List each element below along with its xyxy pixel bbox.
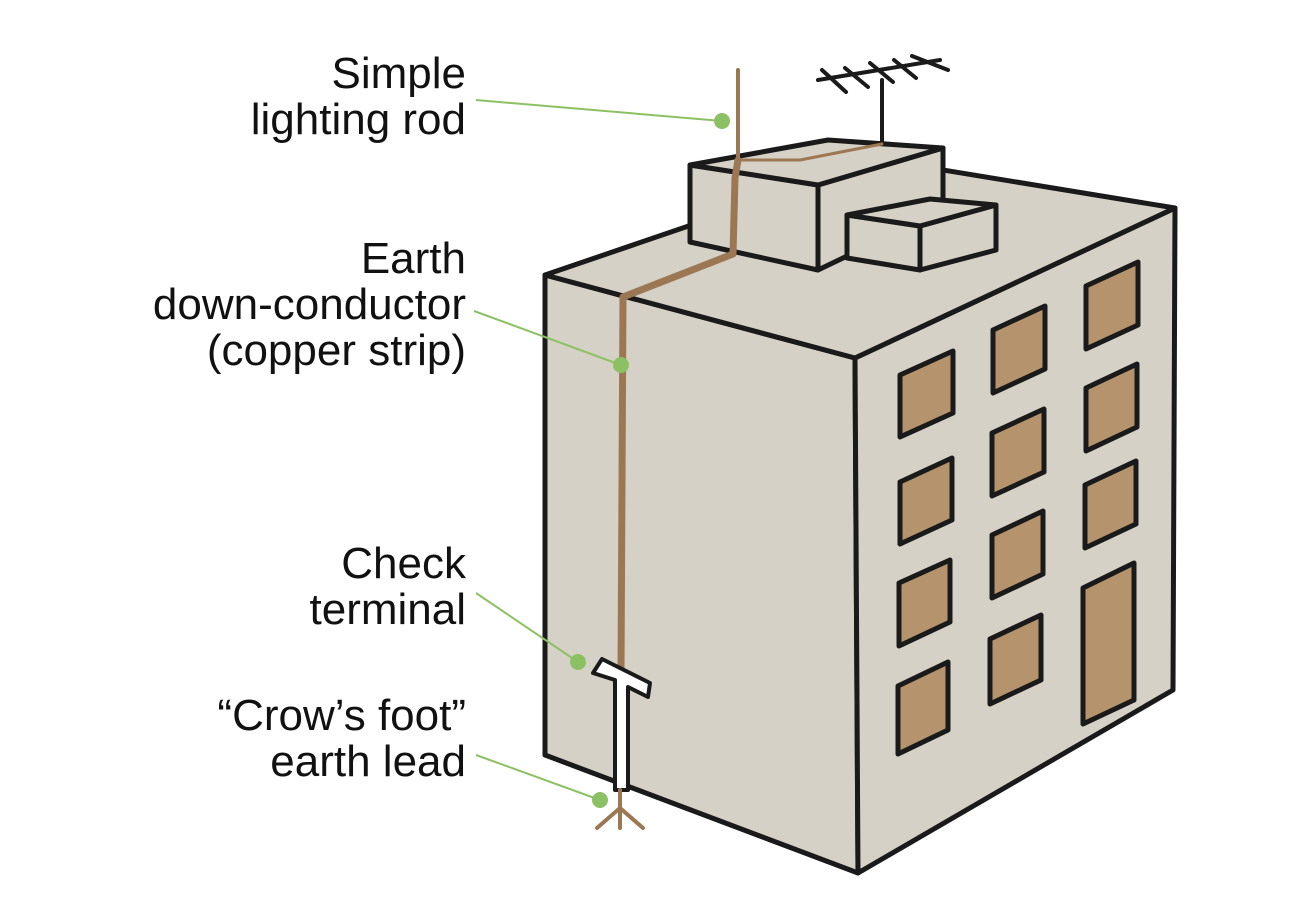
label-line: earth lead [270,737,466,786]
label-line: lighting rod [250,95,466,144]
window [895,659,951,757]
label-line: terminal [309,585,467,634]
window [1083,361,1140,454]
label-crows-foot: “Crow’s foot” earth lead [217,693,466,785]
windows [895,259,1141,757]
label-line: (copper strip) [206,326,466,375]
building-left-wall [542,272,861,876]
window [896,557,953,649]
window [1083,259,1141,352]
leader-rod [475,99,723,122]
leader-crowsfoot [475,754,601,801]
copper-conductor [617,68,884,674]
leader-lines [473,99,730,808]
leader-dot-conductor [613,357,629,373]
window [897,455,955,547]
window [897,348,956,440]
window [990,303,1048,396]
label-line: “Crow’s foot” [217,691,466,740]
tv-antenna-icon [816,54,950,144]
label-line: Check [341,539,466,588]
window [989,406,1047,499]
leader-dot-rod [714,113,730,129]
leader-terminal [475,592,579,663]
check-terminal [591,657,652,792]
label-line: Earth [360,234,466,283]
label-lightning-rod: Simple lighting rod [251,51,466,143]
roof-box-small [844,196,999,273]
label-check-terminal: Check terminal [310,541,467,633]
label-line: down-conductor [152,280,466,329]
door [1080,560,1137,727]
window [989,508,1046,601]
leader-conductor [473,310,622,366]
label-line: Simple [331,49,467,98]
window [987,612,1044,707]
building [542,157,1178,876]
window [1082,458,1139,551]
label-down-conductor: Earth down-conductor (copper strip) [153,236,466,374]
down-conductor-strip [617,156,742,674]
leader-dot-terminal [570,654,586,670]
leader-dot-crowsfoot [592,792,608,808]
crows-foot-earth-lead [595,788,645,830]
